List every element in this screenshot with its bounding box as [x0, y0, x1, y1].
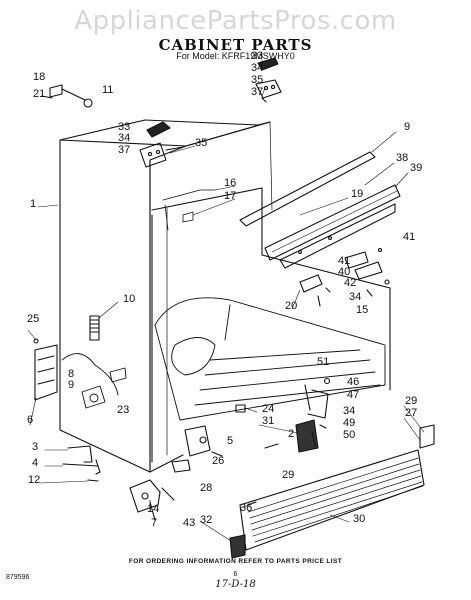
leader-lines: [27, 59, 425, 542]
leveling-leg-assembly: [129, 479, 175, 521]
callout-4: 4: [32, 457, 38, 469]
bottom-hinge: [235, 404, 319, 453]
callout-18: 18: [33, 71, 45, 83]
callout-35: 35: [251, 74, 263, 86]
callout-42: 42: [344, 277, 356, 289]
callout-50: 50: [343, 429, 355, 441]
callout-27: 27: [405, 407, 417, 419]
callout-34: 34: [118, 132, 130, 144]
callout-38: 38: [396, 152, 408, 164]
callout-51: 51: [317, 356, 329, 368]
callout-41: 41: [338, 255, 350, 267]
left-bracket-parts: [62, 445, 101, 482]
callout-19: 19: [351, 188, 363, 200]
callout-34: 34: [251, 62, 263, 74]
callout-40: 40: [338, 266, 350, 278]
callout-46: 46: [347, 376, 359, 388]
callout-7: 7: [151, 517, 157, 529]
callout-15: 15: [356, 304, 368, 316]
top-hinge-lower: [139, 121, 184, 168]
callout-34: 34: [349, 291, 361, 303]
callout-23: 23: [117, 404, 129, 416]
center-bracket-set: [299, 247, 390, 307]
wire-harness: [162, 189, 216, 231]
callout-29: 29: [282, 469, 294, 481]
callout-37: 37: [118, 144, 130, 156]
hinge-pin-assembly: [41, 84, 93, 108]
ordering-note: FOR ORDERING INFORMATION REFER TO PARTS …: [128, 558, 343, 565]
callout-47: 47: [347, 389, 359, 401]
callout-36: 36: [240, 502, 252, 514]
callout-12: 12: [28, 474, 40, 486]
callout-31: 31: [262, 415, 274, 427]
freezer-rail: [239, 151, 376, 227]
handwritten-date: 17-D-18: [215, 579, 256, 590]
callout-25: 25: [27, 313, 39, 325]
callout-37: 37: [251, 86, 263, 98]
callout-10: 10: [123, 293, 135, 305]
callout-28: 28: [200, 482, 212, 494]
callout-43: 43: [183, 517, 195, 529]
grille-clip: [229, 534, 246, 559]
callout-32: 32: [200, 514, 212, 526]
grille-screws: [247, 443, 279, 506]
callout-6: 6: [27, 414, 33, 426]
diagram-title: CABINET PARTS: [158, 36, 313, 54]
callout-41: 41: [403, 231, 415, 243]
drawer-slide-rail: [264, 184, 401, 269]
callout-39: 39: [410, 162, 422, 174]
callout-33: 33: [118, 121, 130, 133]
callout-20: 20: [285, 300, 297, 312]
hinge-hardware: [304, 377, 331, 447]
callout-30: 30: [353, 513, 365, 525]
callout-33: 33: [251, 50, 263, 62]
page-number: 6: [233, 571, 238, 578]
drain-tube: [89, 315, 100, 341]
callout-17: 17: [224, 190, 236, 202]
roller-bracket: [171, 425, 223, 473]
callout-14: 14: [147, 503, 159, 515]
callout-5: 5: [227, 435, 233, 447]
cabinet-body: [59, 119, 391, 473]
callout-1: 1: [30, 198, 36, 210]
callout-24: 24: [262, 403, 274, 415]
model-number: For Model: KFRF19MSWHY0: [176, 51, 295, 61]
control-box: [33, 338, 58, 401]
callout-21: 21: [33, 88, 45, 100]
callout-9: 9: [404, 121, 410, 133]
callout-26: 26: [212, 455, 224, 467]
callout-11: 11: [102, 84, 113, 96]
watermark: AppliancePartsPros.com: [74, 6, 397, 36]
callout-29: 29: [405, 395, 417, 407]
callout-49: 49: [343, 417, 355, 429]
callout-2: 2: [288, 428, 294, 440]
callout-8: 8: [68, 368, 74, 380]
base-grille: [239, 424, 435, 551]
callout-34: 34: [343, 405, 355, 417]
top-hinge-upper: [255, 57, 282, 103]
callout-9: 9: [68, 379, 74, 391]
cabinet-liner-floor: [154, 297, 386, 421]
diagram-code: 879596: [6, 574, 30, 581]
callout-16: 16: [224, 177, 236, 189]
callout-35: 35: [195, 137, 207, 149]
compressor-wiring: [61, 353, 127, 409]
callout-3: 3: [32, 441, 38, 453]
